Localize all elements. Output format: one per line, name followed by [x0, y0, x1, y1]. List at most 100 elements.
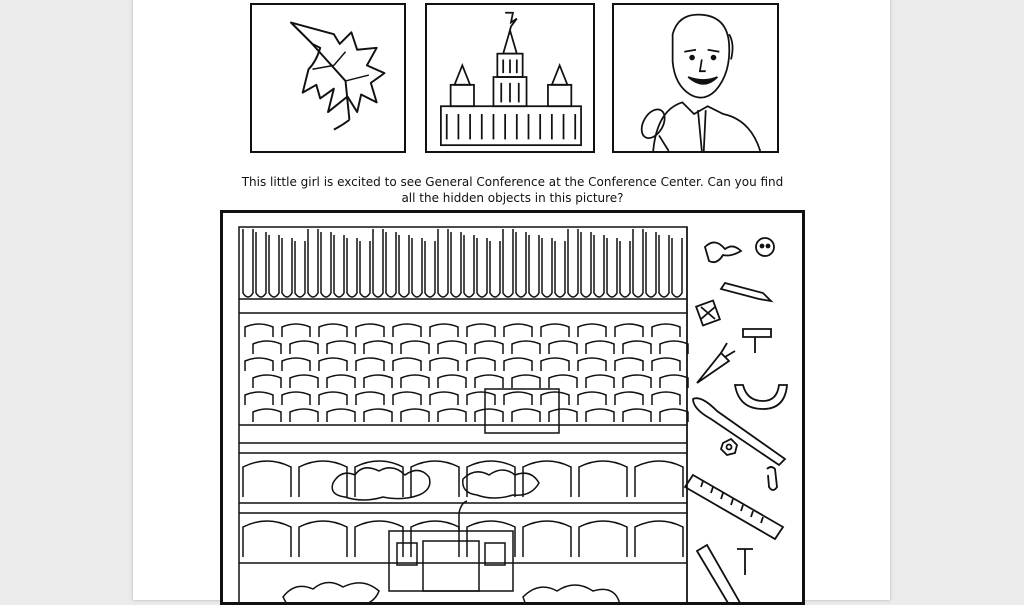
choir-seat: [429, 323, 459, 337]
organ-pipe: [528, 235, 540, 298]
choir-seat: [511, 340, 541, 354]
maple-leaf-icon: [290, 21, 386, 131]
audience-seat: [522, 520, 572, 557]
choir-seat: [281, 323, 311, 337]
organ-pipe: [385, 232, 397, 298]
choir-seat: [585, 408, 615, 422]
choir-seat: [577, 391, 607, 405]
organ-pipe: [645, 232, 657, 298]
choir-seats: [244, 323, 689, 422]
choir-seat: [400, 408, 430, 422]
audience-seat: [634, 520, 684, 557]
choir-seat: [429, 357, 459, 371]
choir-seat: [318, 391, 348, 405]
audience-seat: [354, 460, 404, 497]
choir-seat: [659, 340, 689, 354]
choir-seat: [289, 340, 319, 354]
organ-pipe: [437, 229, 449, 298]
flower-arrangement: [331, 467, 431, 501]
choir-seat: [474, 408, 504, 422]
conductor-stand: [484, 388, 560, 434]
choir-seat: [548, 408, 578, 422]
ruler-icon: [683, 473, 785, 541]
choir-seat: [244, 391, 274, 405]
audience-seat: [466, 520, 516, 557]
conference-center-illustration: [238, 226, 788, 602]
choir-seat: [659, 374, 689, 388]
caption-line-1: This little girl is excited to see Gener…: [241, 175, 784, 189]
organ-pipe: [606, 238, 618, 298]
choir-seat: [466, 357, 496, 371]
audience-seat: [410, 460, 460, 497]
choir-seat: [392, 323, 422, 337]
audience-seat: [634, 460, 684, 497]
speaker-picture: [612, 3, 779, 153]
organ-pipe: [281, 238, 293, 298]
choir-seat: [511, 374, 541, 388]
audience-seat: [578, 460, 628, 497]
audience-seat: [298, 460, 348, 497]
envelope-icon: [694, 299, 722, 327]
choir-seat: [355, 391, 385, 405]
choir-seat: [466, 391, 496, 405]
choir-seat: [622, 340, 652, 354]
choir-seat: [392, 357, 422, 371]
organ-pipe: [372, 229, 384, 298]
button-icon: [755, 237, 775, 257]
choir-seat: [577, 357, 607, 371]
organ-pipe: [502, 229, 514, 298]
choir-seat: [326, 374, 356, 388]
choir-seat: [614, 391, 644, 405]
choir-seat: [651, 357, 681, 371]
organ-pipe: [567, 229, 579, 298]
choir-seat: [363, 374, 393, 388]
organ-pipe: [593, 235, 605, 298]
hammer-icon: [742, 328, 772, 353]
choir-seat: [318, 357, 348, 371]
organ-pipe: [359, 241, 371, 298]
choir-seat: [252, 340, 282, 354]
organ-pipe: [242, 229, 254, 298]
bird-icon: [703, 241, 743, 264]
choir-seat: [651, 323, 681, 337]
choir-seat: [622, 374, 652, 388]
organ-pipe: [671, 238, 683, 298]
maple-leaf-picture: [250, 3, 406, 153]
organ-pipe: [476, 238, 488, 298]
organ-pipes: [242, 229, 683, 298]
audience-seat: [522, 460, 572, 497]
pulpit: [388, 530, 514, 592]
nail-icon: [737, 548, 753, 575]
choir-seat: [326, 408, 356, 422]
choir-seat: [281, 391, 311, 405]
audience-seats: [242, 460, 684, 557]
choir-seat: [511, 408, 541, 422]
choir-seat: [503, 357, 533, 371]
choir-seat: [392, 391, 422, 405]
audience-seat: [242, 520, 292, 557]
choir-seat: [326, 340, 356, 354]
organ-pipe: [294, 241, 306, 298]
audience-seat: [298, 520, 348, 557]
choir-seat: [363, 340, 393, 354]
organ-pipe: [398, 235, 410, 298]
choir-seat: [252, 408, 282, 422]
choir-seat: [318, 323, 348, 337]
choir-seat: [659, 408, 689, 422]
choir-seat: [585, 340, 615, 354]
nut-icon: [719, 437, 738, 456]
audience-seat: [578, 520, 628, 557]
hidden-objects-list: [683, 237, 788, 602]
choir-seat: [252, 374, 282, 388]
organ-pipe: [580, 232, 592, 298]
hidden-picture-scene: [220, 210, 805, 605]
carrot-icon: [696, 342, 736, 384]
choir-seat: [437, 340, 467, 354]
choir-seat: [355, 357, 385, 371]
choir-seat: [363, 408, 393, 422]
crayon-icon: [719, 281, 774, 303]
organ-pipe: [411, 238, 423, 298]
choir-seat: [289, 408, 319, 422]
speaker-icon: [640, 13, 762, 151]
pencil-icon: [695, 543, 741, 602]
